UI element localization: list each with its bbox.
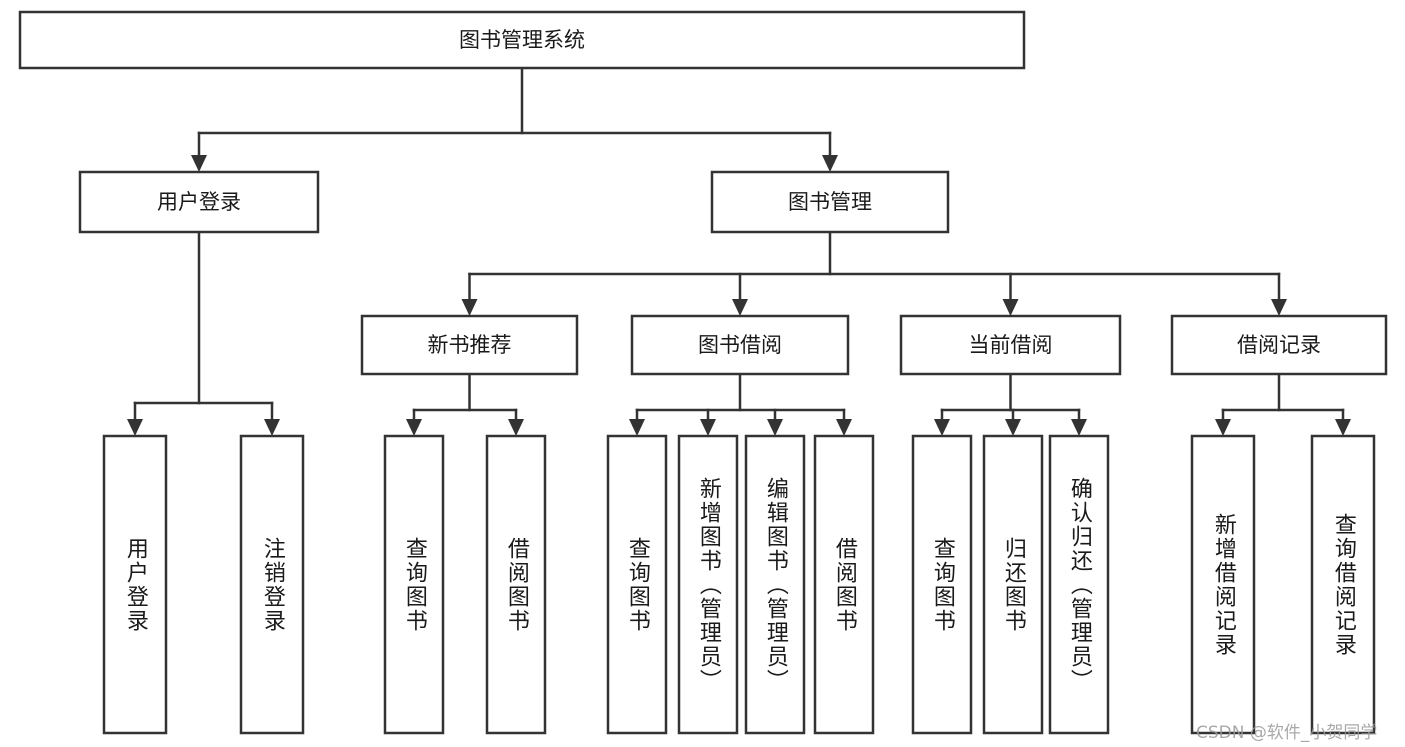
node-new-book-recommend[interactable]: [360, 314, 579, 376]
node-leaf-query-record[interactable]: [1310, 434, 1376, 735]
node-leaf-add-record[interactable]: [1190, 434, 1256, 735]
userlogin-to-leaves-arrow-0: [127, 419, 143, 436]
node-user-login-label: 用户登录: [157, 190, 241, 214]
current-borrow-to-leaves-arrow-2: [1071, 419, 1087, 436]
boxes-layer: [18, 10, 1388, 735]
node-leaf-query-book-2[interactable]: [606, 434, 668, 735]
node-current-borrow-label: 当前借阅: [969, 333, 1053, 357]
bookmanage-to-level3-arrow-3: [1271, 299, 1287, 316]
bookmanage-to-level3-arrow-2: [1002, 299, 1019, 316]
bookmanage-to-level3-arrow-1: [732, 299, 748, 316]
node-leaf-confirm-return[interactable]: [1048, 434, 1110, 735]
node-new-book-recommend-label: 新书推荐: [428, 333, 512, 357]
current-borrow-to-leaves-arrow-1: [1005, 419, 1021, 436]
node-borrow-record-label: 借阅记录: [1237, 333, 1321, 357]
node-leaf-borrow-book-1[interactable]: [485, 434, 547, 735]
node-leaf-query-book-3[interactable]: [911, 434, 973, 735]
book-borrow-to-leaves-arrow-0: [629, 419, 645, 436]
book-borrow-to-leaves-arrow-3: [836, 419, 852, 436]
root-to-level2-arrow-0: [191, 155, 207, 172]
node-root-label: 图书管理系统: [459, 28, 585, 52]
userlogin-to-leaves-arrow-1: [264, 419, 280, 436]
connectors-layer: [127, 66, 1351, 436]
node-book-manage-label: 图书管理: [788, 190, 872, 214]
node-book-manage[interactable]: [710, 170, 950, 234]
bookmanage-to-level3-arrow-0: [461, 299, 478, 316]
new-book-recommend-to-leaves-arrow-0: [406, 419, 422, 436]
borrow-record-to-leaves-arrow-0: [1215, 419, 1231, 436]
node-leaf-borrow-book-2[interactable]: [813, 434, 875, 735]
node-borrow-record[interactable]: [1170, 314, 1388, 376]
node-current-borrow[interactable]: [899, 314, 1122, 376]
borrow-record-to-leaves-arrow-1: [1335, 419, 1351, 436]
node-leaf-edit-book[interactable]: [744, 434, 806, 735]
node-leaf-logout[interactable]: [239, 434, 305, 735]
root-to-level2-arrow-1: [822, 155, 838, 172]
node-leaf-return-book[interactable]: [982, 434, 1044, 735]
new-book-recommend-to-leaves-arrow-1: [508, 419, 524, 436]
book-borrow-to-leaves-arrow-2: [767, 419, 783, 436]
node-leaf-user-login[interactable]: [102, 434, 168, 735]
node-leaf-add-book[interactable]: [677, 434, 739, 735]
node-book-borrow-label: 图书借阅: [698, 333, 782, 357]
csdn-watermark: CSDN @软件_小贺同学: [1196, 723, 1378, 743]
node-book-borrow[interactable]: [630, 314, 850, 376]
current-borrow-to-leaves-arrow-0: [934, 419, 950, 436]
node-leaf-query-book-1[interactable]: [383, 434, 445, 735]
node-root-图书管理系统[interactable]: [18, 10, 1026, 70]
node-user-login[interactable]: [78, 170, 320, 234]
book-borrow-to-leaves-arrow-1: [700, 419, 716, 436]
